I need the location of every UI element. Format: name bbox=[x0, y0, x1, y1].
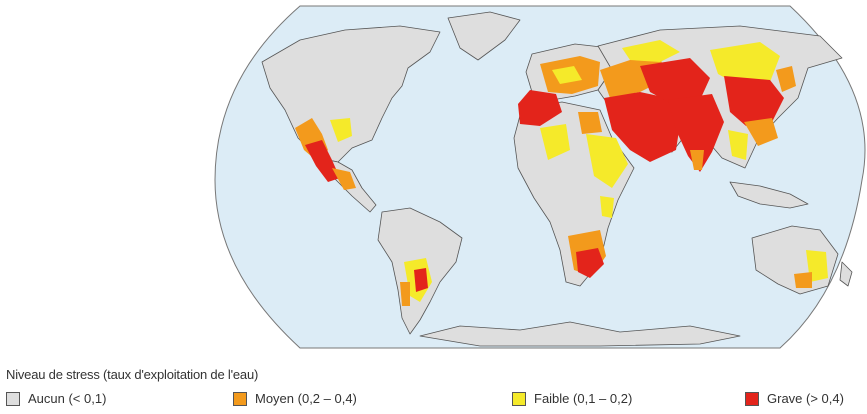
stress-region-argentina-central bbox=[414, 268, 428, 292]
stress-region-northeast-asia bbox=[776, 66, 796, 92]
stress-region-southwest-usa bbox=[305, 140, 340, 182]
legend-swatch-medium bbox=[233, 391, 247, 406]
stress-region-central-asia bbox=[640, 58, 710, 104]
greenland bbox=[447, 11, 521, 61]
legend-label-severe: Grave (> 0,4) bbox=[767, 391, 844, 406]
antarctica bbox=[419, 321, 741, 347]
stress-region-north-china bbox=[724, 76, 784, 126]
stress-region-central-europe bbox=[552, 66, 582, 84]
stress-region-south-asia bbox=[668, 94, 724, 172]
legend-title: Niveau de stress (taux d'exploitation de… bbox=[6, 367, 259, 382]
new-zealand bbox=[839, 261, 853, 287]
stress-region-egypt bbox=[578, 112, 602, 134]
stress-region-sahara bbox=[540, 124, 570, 160]
stress-region-south-china bbox=[728, 130, 748, 160]
legend-swatch-none bbox=[6, 391, 20, 406]
stress-region-chile bbox=[400, 282, 410, 306]
legend-label-low: Faible (0,1 – 0,2) bbox=[534, 391, 633, 406]
stress-region-sahel-east bbox=[586, 134, 628, 188]
stress-region-central-usa bbox=[330, 118, 352, 142]
stress-region-middle-east bbox=[604, 92, 680, 162]
stress-region-southeast-australia bbox=[794, 272, 812, 288]
legend-swatch-low bbox=[512, 391, 526, 406]
legend-label-none: Aucun (< 0,1) bbox=[28, 391, 107, 406]
stress-region-india-south bbox=[690, 150, 704, 170]
stress-region-horn-africa bbox=[600, 196, 614, 218]
stress-region-south-africa bbox=[576, 248, 604, 278]
stress-region-mongolia bbox=[710, 42, 780, 86]
stress-region-spain-north-africa bbox=[518, 90, 562, 126]
legend-item-low: Faible (0,1 – 0,2) bbox=[512, 391, 632, 406]
legend-item-severe: Grave (> 0,4) bbox=[745, 391, 844, 406]
legend-item-medium: Moyen (0,2 – 0,4) bbox=[233, 391, 357, 406]
southeast-asia-islands bbox=[729, 181, 809, 209]
stress-region-mexico bbox=[332, 168, 356, 190]
stress-region-china-east bbox=[744, 118, 778, 146]
legend-item-none: Aucun (< 0,1) bbox=[6, 391, 106, 406]
stress-region-russia-south bbox=[622, 40, 680, 62]
legend-swatch-severe bbox=[745, 391, 759, 406]
legend-label-medium: Moyen (0,2 – 0,4) bbox=[255, 391, 357, 406]
